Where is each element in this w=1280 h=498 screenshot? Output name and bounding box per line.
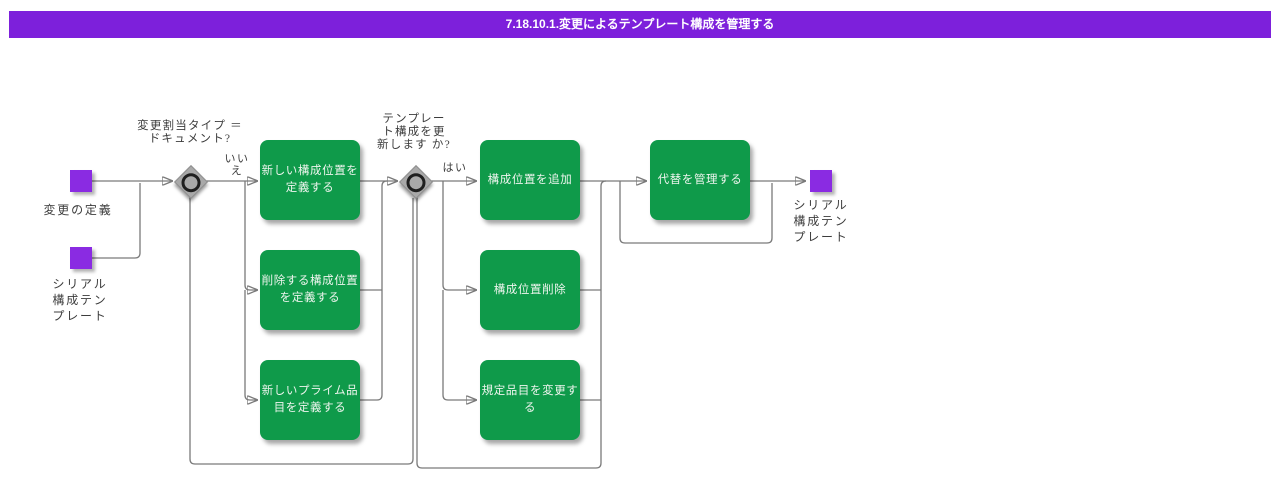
task-define-delete-config-position[interactable]: 削除する構成位置 を定義する [260,250,360,330]
task-define-new-config-position[interactable]: 新しい構成位置を 定義する [260,140,360,220]
event-serial-template-input[interactable] [70,247,92,269]
task-add-config-position[interactable]: 構成位置を追加 [480,140,580,220]
task-change-default-item[interactable]: 規定品目を変更す る [480,360,580,440]
branch-label-yes: はい [442,162,468,174]
event-serial-template-output[interactable] [810,170,832,192]
event-serial-template-output-label: シリアル 構成テン プレート [793,198,849,244]
page-title: 7.18.10.1.変更によるテンプレート構成を管理する [9,11,1271,38]
event-change-definition[interactable] [70,170,92,192]
gateway-update-template-config-question: テンプレー ト構成を更 新します か? [377,113,451,151]
task-define-new-prime-item[interactable]: 新しいプライム品 目を定義する [260,360,360,440]
task-delete-config-position[interactable]: 構成位置削除 [480,250,580,330]
gateway-circle-icon [406,173,426,193]
task-manage-alternates[interactable]: 代替を管理する [650,140,750,220]
gateway-circle-icon [181,173,201,193]
event-change-definition-label: 変更の定義 [43,203,113,217]
gateway-change-assignment-type-question: 変更割当タイプ ＝ ドキュメント? [137,120,243,145]
connector-group [92,181,805,469]
event-serial-template-input-label: シリアル 構成テン プレート [52,277,108,323]
branch-label-no: いい え [224,153,250,177]
